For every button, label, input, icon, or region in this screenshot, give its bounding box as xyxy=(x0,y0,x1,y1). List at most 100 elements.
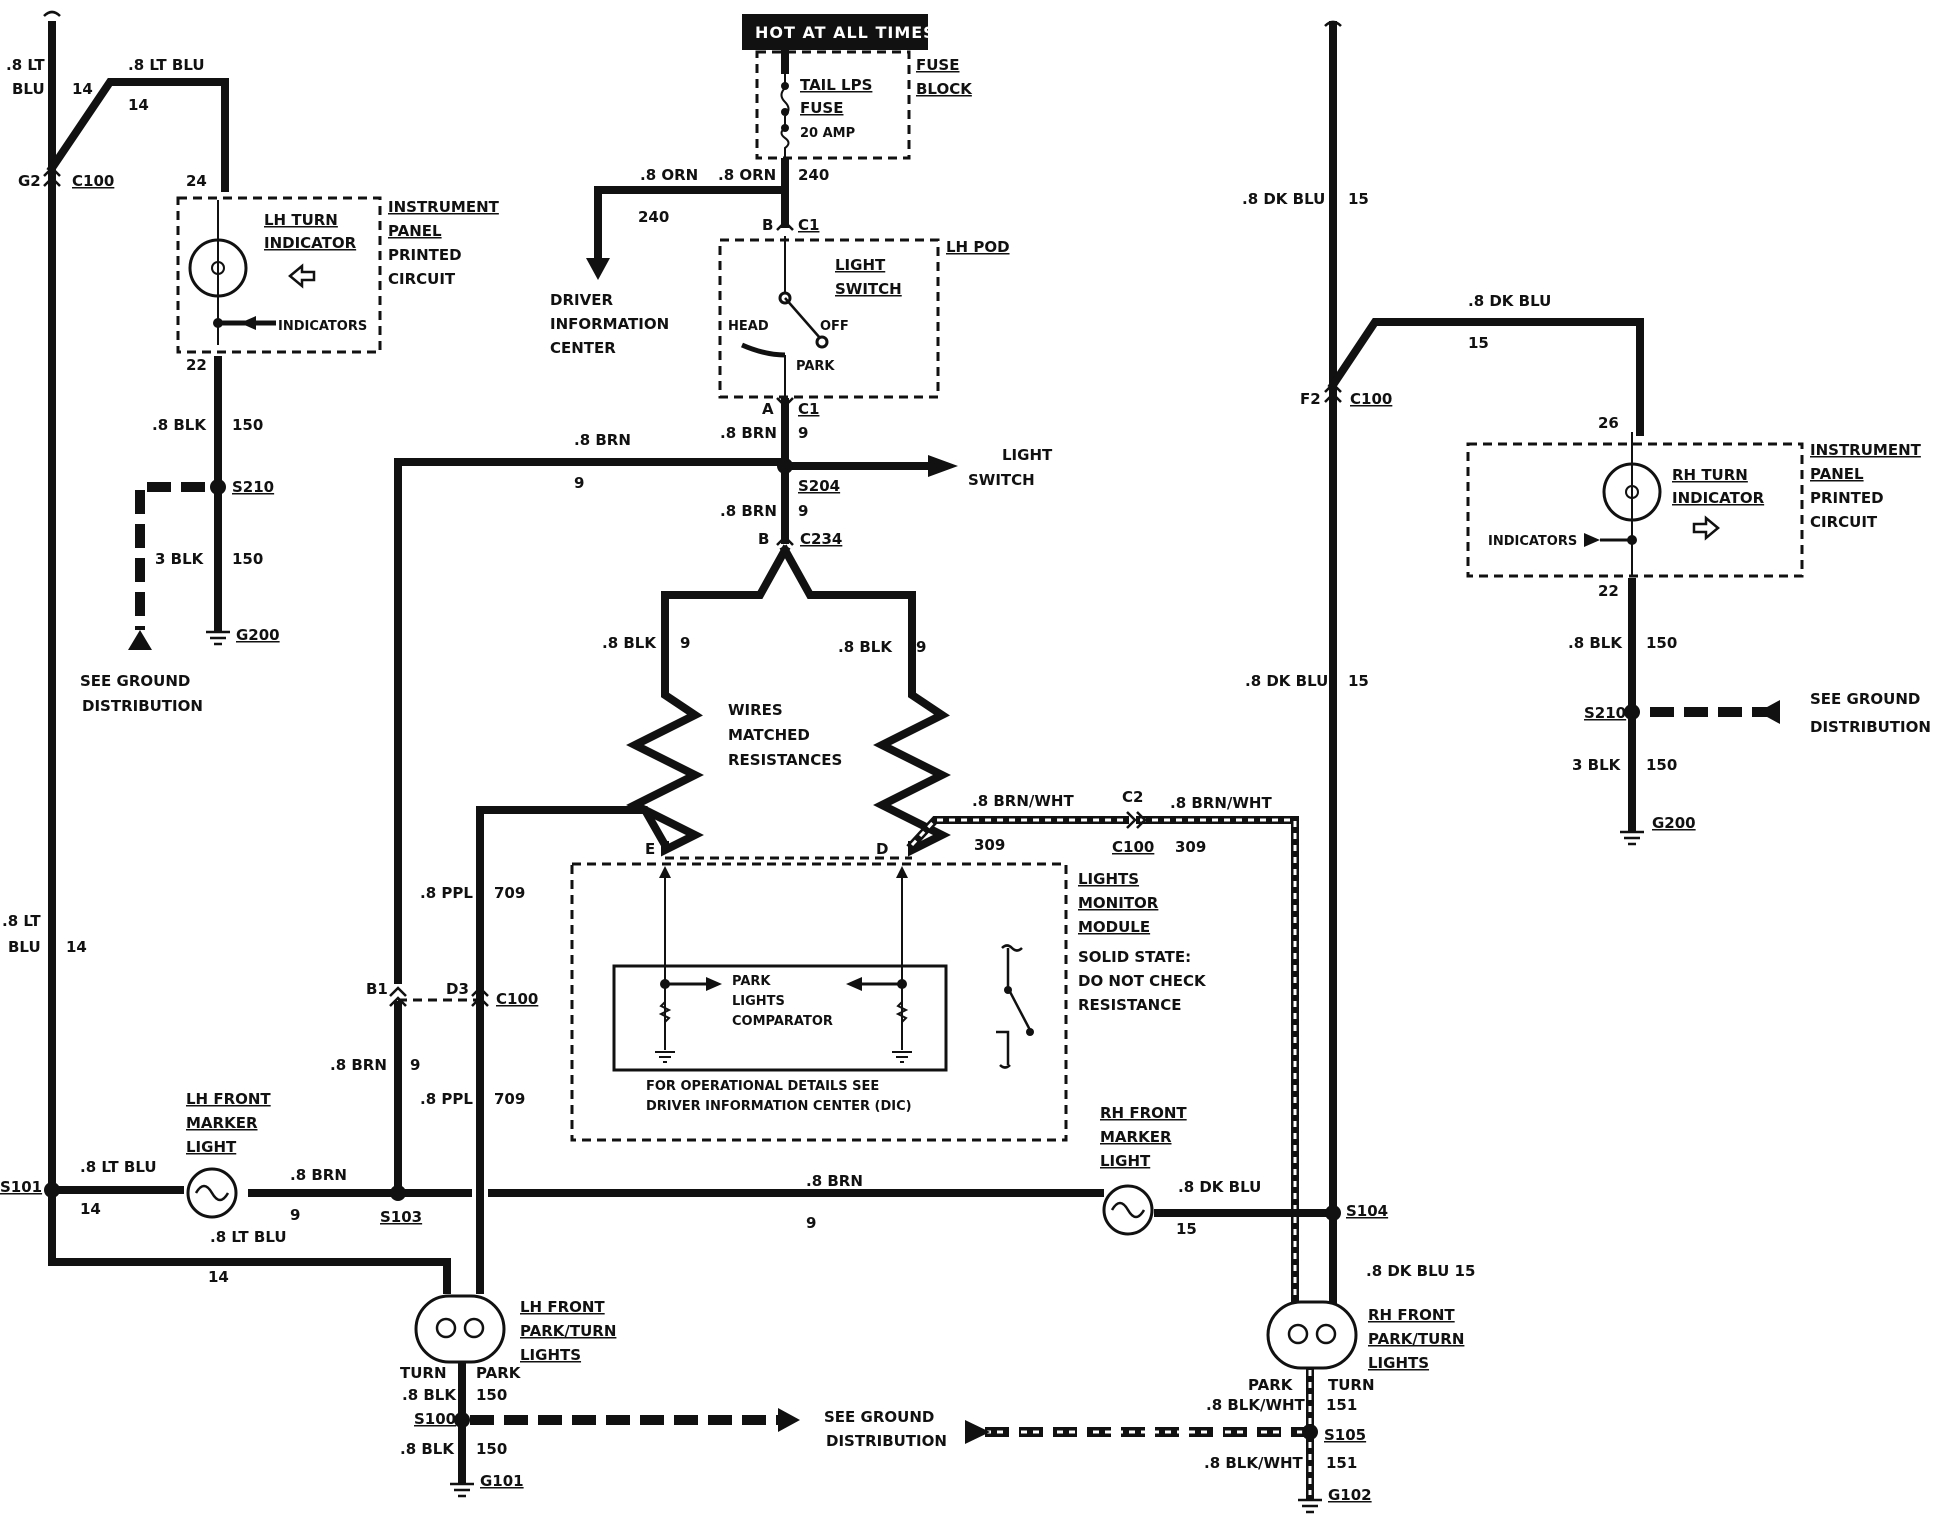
rh-panel-label: PANEL xyxy=(1810,465,1864,483)
wire-label-dk-blu-rh-marker: .8 DK BLU xyxy=(1178,1178,1261,1196)
wire-orn-to-dic xyxy=(594,186,789,262)
connector-c2-icon xyxy=(1126,811,1147,829)
connector-d: D xyxy=(876,840,888,858)
rh-marker-label-3: LIGHT xyxy=(1100,1152,1151,1170)
lh-printed-label: PRINTED xyxy=(388,246,462,264)
ground-g200-right-icon xyxy=(1620,830,1644,846)
wire-label-150-lh-a: 150 xyxy=(232,416,263,434)
comparator-resistor-e-icon xyxy=(658,1001,672,1023)
rh-front-marker-filament-icon xyxy=(1110,1201,1146,1219)
wire-label-150-lh-turn: 150 xyxy=(476,1386,507,1404)
wire-label-15-mid: 15 xyxy=(1348,672,1369,690)
wire-label-15-branch: 15 xyxy=(1468,334,1489,352)
light-switch-off-contact-icon xyxy=(815,335,829,349)
lh-park-turn-label-1: LH FRONT xyxy=(520,1298,605,1316)
connector-e: E xyxy=(645,840,655,858)
see-ground-bottom-1: SEE GROUND xyxy=(824,1408,934,1426)
wire-label-lt-blu-a1: .8 LT xyxy=(6,56,45,74)
gnd-dist-left-arrow xyxy=(128,630,152,650)
rh-turn-label-1: RH TURN xyxy=(1672,466,1748,484)
connector-b-c1: B xyxy=(762,216,773,234)
lh-park-word: PARK xyxy=(476,1364,522,1382)
lh-front-marker-filament-icon xyxy=(194,1184,230,1202)
comparator-resistor-d-icon xyxy=(895,1001,909,1023)
arrow-to-dic xyxy=(586,258,610,280)
module-switch-contact-a xyxy=(1004,986,1012,994)
wire-label-9-b: 9 xyxy=(798,502,808,520)
wire-label-14-mid: 14 xyxy=(66,938,87,956)
wire-label-blk-rh: .8 BLK xyxy=(1568,634,1623,652)
rh-park-turn-lamp-icon xyxy=(1266,1300,1358,1370)
gnd-dist-bottom-left-arrow xyxy=(778,1408,800,1432)
splice-label-s204: S204 xyxy=(798,477,840,495)
wire-label-blk-lh-turn: .8 BLK xyxy=(402,1386,457,1404)
rh-instrument-label: INSTRUMENT xyxy=(1810,441,1922,459)
lead-d-arrow-icon xyxy=(896,866,908,878)
wire-label-lt-blu-a2: BLU xyxy=(12,80,45,98)
module-internal-switch-icon xyxy=(996,944,1032,1069)
wire-brn-wht-309b xyxy=(1136,816,1299,1304)
wire-brn-wht-stripe-b xyxy=(1140,818,1297,1300)
rh-park-turn-label-3: LIGHTS xyxy=(1368,1354,1429,1372)
lh-pin-24: 24 xyxy=(186,172,207,190)
connector-c100-g2-icon xyxy=(43,166,61,187)
connector-c100-left: C100 xyxy=(72,172,114,190)
wire-label-9-left: 9 xyxy=(574,474,584,492)
wire-label-240-a: 240 xyxy=(798,166,829,184)
wire-label-9-b1: 9 xyxy=(410,1056,420,1074)
module-switch-contact-b xyxy=(1026,1028,1034,1036)
rh-marker-label-1: RH FRONT xyxy=(1100,1104,1187,1122)
wire-label-309-b: 309 xyxy=(1175,838,1206,856)
splice-s101 xyxy=(44,1182,60,1198)
wire-label-3blk-lh: 3 BLK xyxy=(155,550,205,568)
rh-right-arrow-icon xyxy=(1692,515,1720,541)
connector-c2: C2 xyxy=(1122,788,1143,806)
comparator-label-3: COMPARATOR xyxy=(732,1014,833,1029)
fuse-name-1: TAIL LPS xyxy=(800,76,872,94)
module-note-1: SOLID STATE: xyxy=(1078,948,1191,966)
wire-label-brn-marker: .8 BRN xyxy=(290,1166,347,1184)
gnd-dist-bottom-right-arrow xyxy=(965,1420,990,1444)
matched-label-3: RESISTANCES xyxy=(728,751,842,769)
wire-label-brn-9-a: .8 BRN xyxy=(720,424,777,442)
fuse-terminal-bot-icon xyxy=(781,124,789,132)
wire-label-dk-blu-branch: .8 DK BLU xyxy=(1468,292,1551,310)
lh-park-turn-bulb-b-icon xyxy=(463,1317,485,1339)
see-ground-bottom-2: DISTRIBUTION xyxy=(826,1432,947,1450)
wire-label-lt-blu-b: .8 LT BLU xyxy=(128,56,205,74)
see-ground-right-1: SEE GROUND xyxy=(1810,690,1920,708)
wire-label-240-b: 240 xyxy=(638,208,669,226)
lh-marker-label-3: LIGHT xyxy=(186,1138,237,1156)
rh-turn-label-2: INDICATOR xyxy=(1672,489,1765,507)
wire-label-14-a: 14 xyxy=(72,80,93,98)
splice-s100 xyxy=(454,1412,470,1428)
wire-label-14-s101: 14 xyxy=(80,1200,101,1218)
rh-indicators-arrow-icon xyxy=(1584,533,1600,547)
rh-pin-26: 26 xyxy=(1598,414,1619,432)
splice-label-s210-left: S210 xyxy=(232,478,274,496)
ground-label-g200-left: G200 xyxy=(236,626,280,644)
wire-label-151-b: 151 xyxy=(1326,1454,1357,1472)
rh-pin-22: 22 xyxy=(1598,582,1619,600)
see-ground-right-2: DISTRIBUTION xyxy=(1810,718,1931,736)
splice-s105 xyxy=(1302,1424,1318,1440)
wire-label-lt-blu-mid2: BLU xyxy=(8,938,41,956)
comparator-label-1: PARK xyxy=(732,974,771,989)
lh-instrument-panel-box xyxy=(176,196,382,354)
light-switch-blade-icon xyxy=(784,297,821,339)
connector-c1-bottom: C1 xyxy=(798,400,819,418)
ground-label-g102: G102 xyxy=(1328,1486,1372,1504)
ground-g200-left-icon xyxy=(206,630,230,646)
hot-at-all-times-label: HOT AT ALL TIMES xyxy=(755,23,936,42)
fuse-block-label-1: FUSE xyxy=(916,56,959,74)
connector-f2: F2 xyxy=(1300,390,1321,408)
rh-park-turn-bulb-a-icon xyxy=(1287,1323,1309,1345)
see-ground-left-1: SEE GROUND xyxy=(80,672,190,690)
ground-label-g101: G101 xyxy=(480,1472,524,1490)
connector-c1-a-icon xyxy=(776,397,794,408)
wire-label-9-long: 9 xyxy=(806,1214,816,1232)
wires xyxy=(46,21,1644,1499)
see-ground-left-2: DISTRIBUTION xyxy=(82,697,203,715)
wire-label-ppl-a: .8 PPL xyxy=(420,884,473,902)
wire-label-151-a: 151 xyxy=(1326,1396,1357,1414)
